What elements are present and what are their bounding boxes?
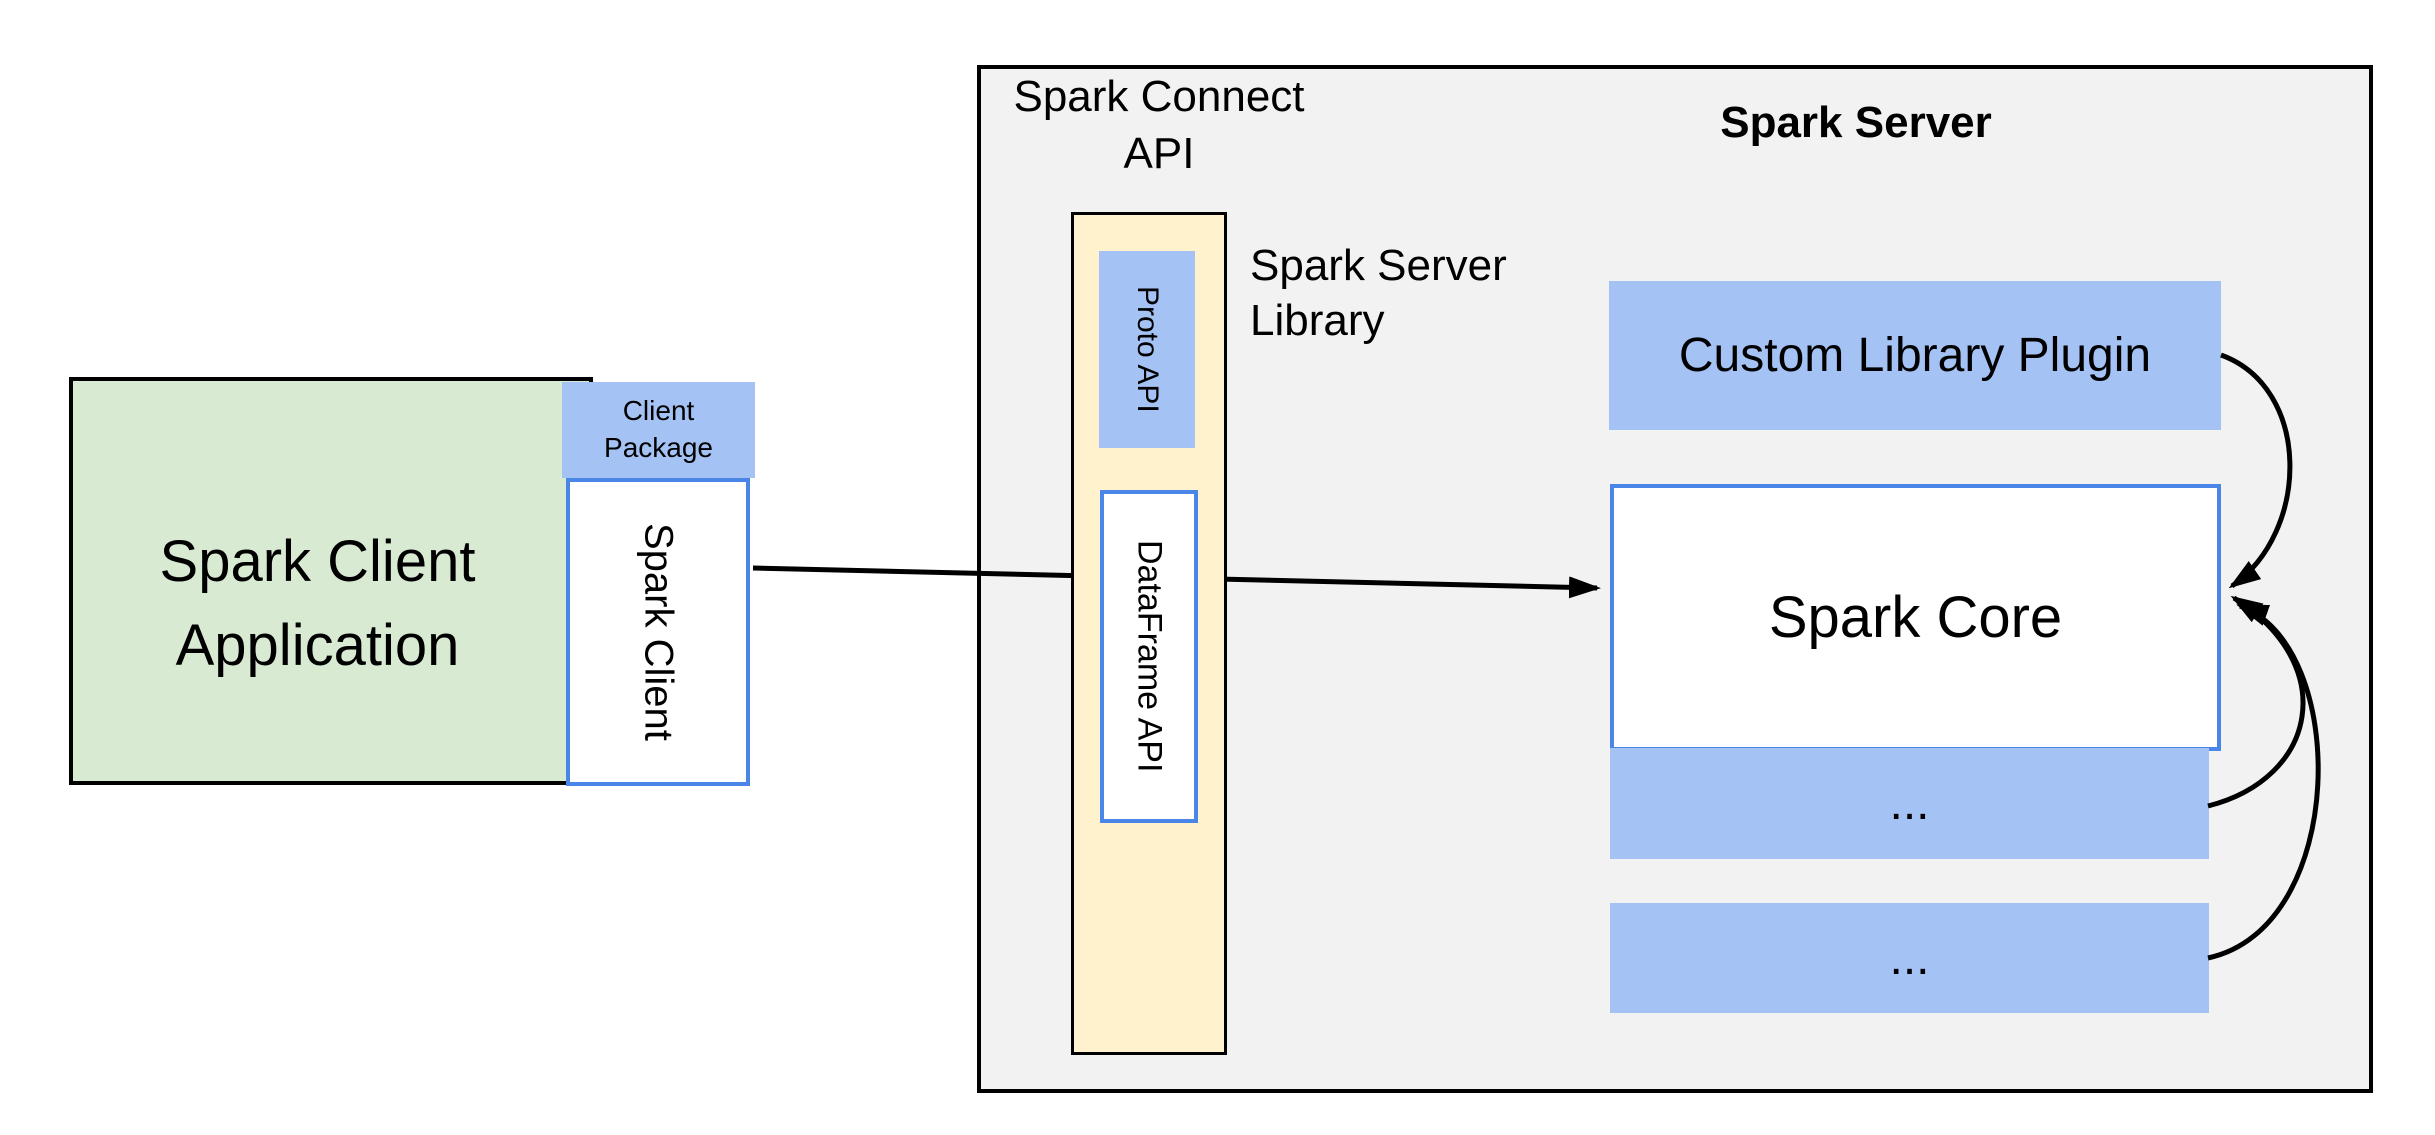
dataframe-api-label: DataFrame API — [1130, 540, 1169, 773]
client-package-box: Client Package — [562, 382, 755, 478]
plugin-placeholder-box-2: ... — [1610, 903, 2209, 1013]
plugin-placeholder-box-1: ... — [1610, 748, 2209, 859]
custom-library-plugin-box: Custom Library Plugin — [1609, 281, 2221, 430]
spark-core-box: Spark Core — [1610, 484, 2221, 751]
spark-client-label: Spark Client — [636, 523, 681, 741]
spark-client-application-box — [69, 377, 593, 785]
spark-client-application-label: Spark Client Application — [159, 528, 476, 678]
spark-server-library-label: Spark Server Library — [1250, 241, 1507, 345]
proto-api-label: Proto API — [1131, 286, 1164, 413]
dataframe-api-box: DataFrame API — [1100, 490, 1198, 823]
proto-api-box: Proto API — [1099, 251, 1195, 448]
spark-server-title: Spark Server — [1720, 98, 1992, 147]
spark-connect-api-label: Spark Connect API — [1013, 72, 1305, 179]
spark-client-box: Spark Client — [566, 478, 750, 786]
